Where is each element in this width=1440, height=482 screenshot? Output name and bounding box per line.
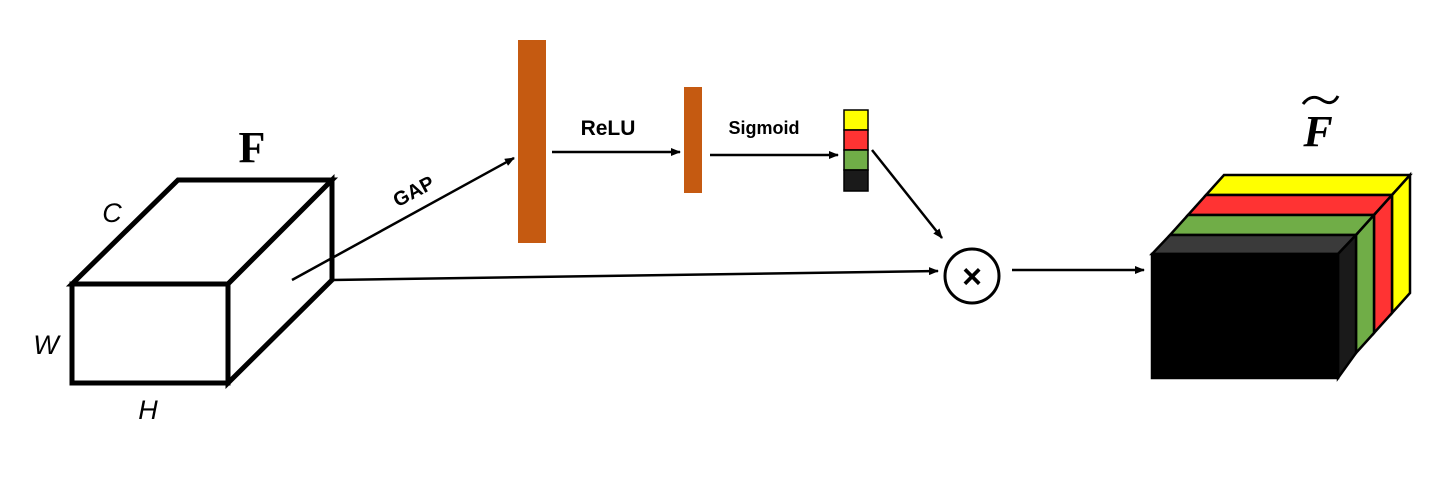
weights-to-multiply-arrow	[871, 149, 943, 239]
multiply-icon: ×	[962, 258, 982, 296]
tilde-mark	[1301, 95, 1340, 105]
relu-label: ReLU	[581, 117, 636, 140]
channel-weight-vector	[843, 109, 869, 192]
weight-red	[843, 129, 869, 151]
output-feature-stack	[1149, 171, 1413, 382]
input-feature-cube	[65, 173, 339, 389]
input-feature-label: F	[239, 123, 266, 172]
skip-connection-arrow	[331, 267, 939, 282]
dim-h-label: H	[138, 395, 158, 425]
svg-text:F: F	[1302, 107, 1332, 156]
sigmoid-label: Sigmoid	[729, 118, 800, 138]
weight-yellow	[843, 109, 869, 131]
output-layer-black	[1149, 231, 1359, 382]
multiply-circle	[943, 247, 1001, 305]
dim-c-label: C	[102, 198, 122, 228]
weight-black	[843, 169, 869, 192]
fc-bar-2	[684, 87, 702, 193]
output-layer-green	[1167, 211, 1377, 357]
dim-w-label: W	[33, 330, 61, 360]
gap-arrow	[291, 156, 515, 282]
weight-green	[843, 149, 869, 171]
cube-front-face	[69, 281, 231, 386]
gap-label: GAP	[390, 172, 439, 212]
fc-bar-1	[518, 40, 546, 243]
output-feature-label: F	[1301, 95, 1340, 156]
